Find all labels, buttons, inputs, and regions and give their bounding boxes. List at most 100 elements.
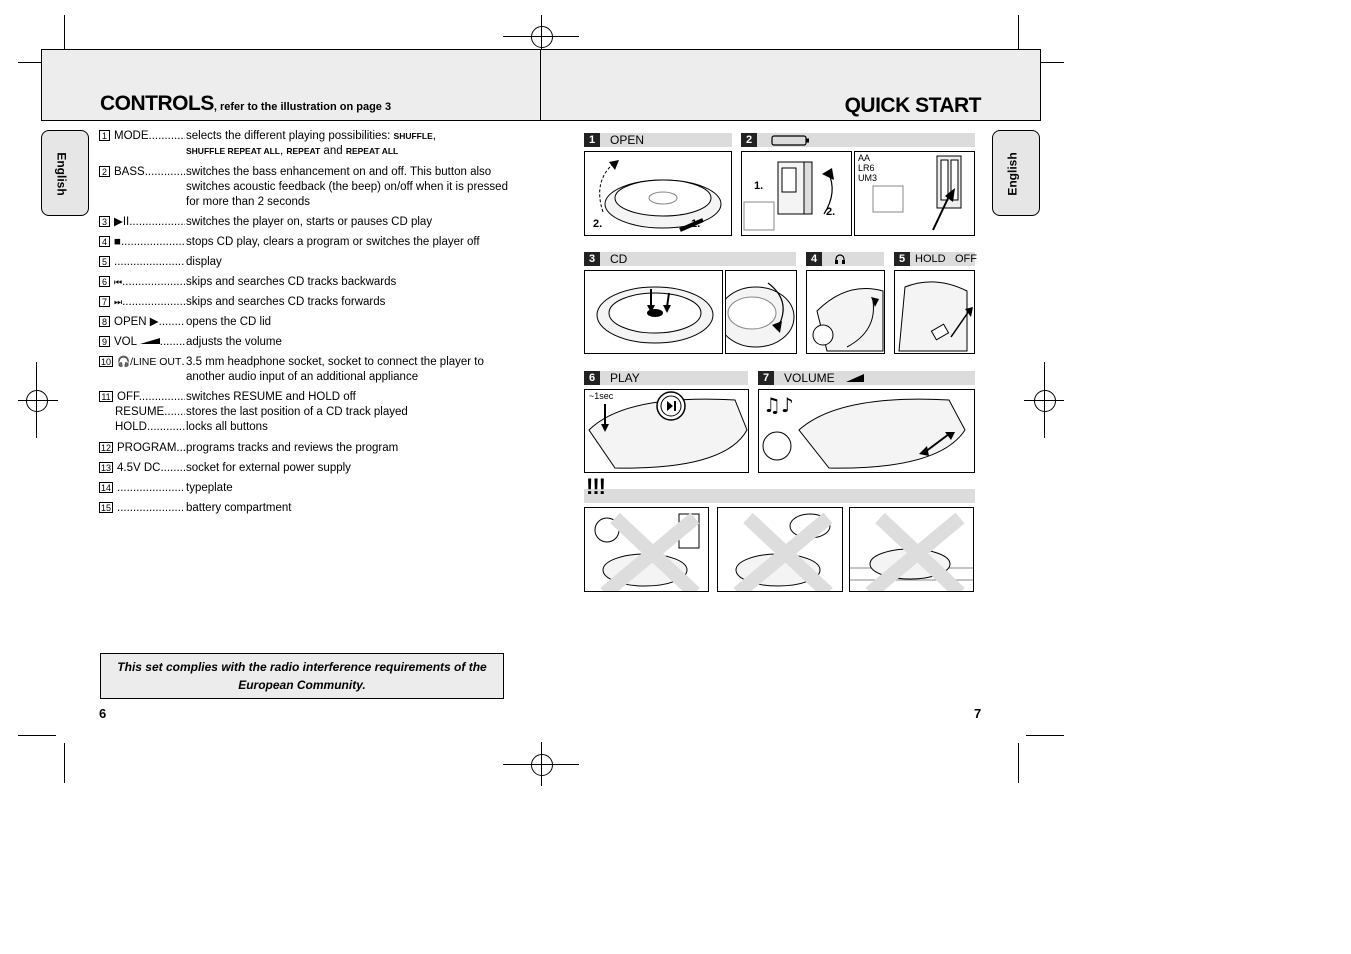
step-header-play: 6 PLAY <box>584 371 748 385</box>
control-desc: stops CD play, clears a program or switc… <box>186 236 480 248</box>
step-number: 4 <box>806 252 822 266</box>
step-header-cd: 3 CD <box>584 252 796 266</box>
control-item-line-out: 10🎧/LINE OUT..... 3.5 mm headphone socke… <box>99 355 509 385</box>
page-title-quick-start: QUICK START <box>844 94 982 117</box>
control-number: 3 <box>99 216 110 228</box>
control-desc: socket for external power supply <box>186 462 351 474</box>
mode-separator: , <box>279 145 287 157</box>
control-item-typeplate: 14........................... typeplate <box>99 481 509 496</box>
step-number: 2 <box>741 133 757 147</box>
warning-label: !!! <box>586 474 606 499</box>
step-number: 7 <box>758 371 774 385</box>
illustration-headphones <box>806 270 885 354</box>
control-number: 7 <box>99 296 110 308</box>
control-label: BASS <box>114 166 145 178</box>
panel-step-marker: 2. <box>826 206 836 218</box>
control-label: HOLD <box>115 421 147 433</box>
control-number: 9 <box>99 336 110 348</box>
skip-back-icon: ⏮ <box>114 277 123 287</box>
control-number: 12 <box>99 442 113 454</box>
registration-mark <box>26 390 48 412</box>
illustration-battery-insert: AA LR6 UM3 <box>854 151 975 236</box>
control-label: 🎧/LINE OUT <box>117 356 182 368</box>
mode-repeat-all: REPEAT ALL <box>345 146 399 156</box>
control-number: 13 <box>99 462 113 474</box>
step-header-volume: 7 VOLUME <box>758 371 975 385</box>
control-number: 5 <box>99 256 110 268</box>
volume-wedge-icon <box>139 338 160 344</box>
step-label: VOLUME <box>784 371 835 385</box>
registration-line <box>18 400 58 401</box>
step-header-battery: 2 <box>741 133 975 147</box>
step-label: PLAY <box>610 371 640 385</box>
illustration-play: ~1sec <box>584 389 749 473</box>
control-desc: battery compartment <box>186 502 292 514</box>
crop-mark <box>1026 735 1064 736</box>
control-item-stop: 4■........................ stops CD play… <box>99 235 509 250</box>
crop-mark <box>64 15 65 55</box>
control-label: RESUME <box>115 406 165 418</box>
panel-step-marker: 1. <box>691 218 701 230</box>
control-item-display: 5........................... display <box>99 255 509 270</box>
control-number: 11 <box>99 391 113 403</box>
control-number: 8 <box>99 316 110 328</box>
step-number: 3 <box>584 252 600 266</box>
control-desc: skips and searches CD tracks forwards <box>186 296 386 308</box>
step-label-off: OFF <box>955 253 977 265</box>
illustration-open: 2. 1. <box>584 151 732 236</box>
step-header-warnings: !!! <box>584 476 975 503</box>
control-desc: switches RESUME and HOLD off <box>186 391 356 403</box>
step-label: HOLD <box>915 253 946 265</box>
illustration-volume: ♫♪ <box>758 389 975 473</box>
compliance-notice: This set complies with the radio interfe… <box>100 653 504 699</box>
step-label: CD <box>610 252 628 266</box>
control-item-skip-back: 6⏮...................... skips and searc… <box>99 275 509 290</box>
header-band <box>41 49 1041 121</box>
control-number: 1 <box>99 130 110 142</box>
illustration-insert-cd <box>584 270 723 354</box>
crop-mark <box>18 735 56 736</box>
control-desc: display <box>186 256 222 268</box>
registration-line <box>36 362 37 438</box>
illustration-battery-lid: 1. 2. <box>741 151 852 236</box>
control-item-battery: 15........................... battery co… <box>99 501 509 516</box>
panel-step-marker: 1. <box>754 180 764 192</box>
mode-shuffle: SHUFFLE <box>393 131 433 141</box>
control-label: 4.5V DC <box>117 462 161 474</box>
crop-mark <box>1018 743 1019 783</box>
skip-forward-icon: ⏭ <box>114 297 123 307</box>
crop-mark <box>18 62 56 63</box>
battery-type-label: LR6 <box>858 163 875 173</box>
warning-heat <box>584 507 709 592</box>
control-number: 6 <box>99 276 110 288</box>
control-label: OFF <box>117 391 139 403</box>
control-label: PROGRAM <box>117 442 177 454</box>
language-tab-label: English <box>1005 152 1020 196</box>
battery-type-label: AA <box>858 153 871 163</box>
volume-wedge-icon <box>846 374 864 382</box>
step-header-hold: 5 HOLD OFF <box>894 252 977 266</box>
crop-mark <box>64 743 65 783</box>
crop-mark <box>1018 15 1019 55</box>
mode-separator: , <box>432 130 436 142</box>
language-tab-left: English <box>41 130 89 216</box>
step-number: 6 <box>584 371 600 385</box>
control-desc: typeplate <box>186 482 233 494</box>
registration-mark <box>531 26 553 48</box>
control-desc: skips and searches CD tracks backwards <box>186 276 397 288</box>
illustration-hold-switch <box>894 270 975 354</box>
step-number: 1 <box>584 133 600 147</box>
control-item-dc-socket: 134.5V DC............... socket for exte… <box>99 461 509 476</box>
step-header-headphones: 4 <box>806 252 884 266</box>
control-number: 2 <box>99 166 110 178</box>
control-desc: selects the different playing possibilit… <box>186 130 394 142</box>
step-number: 5 <box>894 252 910 266</box>
control-desc: stores the last position of a CD track p… <box>186 406 408 418</box>
registration-mark <box>531 754 553 776</box>
headphones-icon <box>835 254 845 264</box>
